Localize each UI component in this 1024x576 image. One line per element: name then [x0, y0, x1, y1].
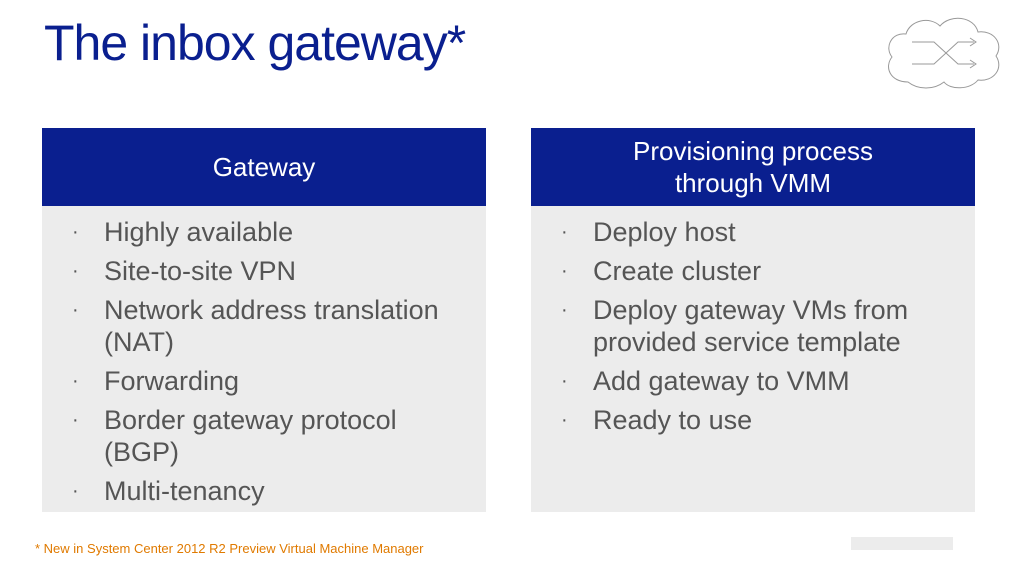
list-item: ·Deploy gateway VMs from provided servic…	[561, 295, 909, 357]
list-item: ·Ready to use	[561, 405, 753, 435]
provisioning-panel: Provisioning process through VMM ·Deploy…	[531, 128, 975, 512]
list-item: ·Border gateway protocol (BGP)	[72, 405, 397, 467]
gateway-panel-header: Gateway	[42, 128, 486, 206]
list-item: ·Highly available	[72, 217, 294, 247]
list-item: ·Add gateway to VMM	[561, 366, 850, 396]
list-item: ·Multi-tenancy	[72, 476, 265, 506]
gateway-panel: Gateway ·Highly available ·Site-to-site …	[42, 128, 486, 512]
list-item: ·Forwarding	[72, 366, 240, 396]
gateway-feature-list: ·Highly available ·Site-to-site VPN ·Net…	[42, 206, 486, 507]
list-item: ·Network address translation (NAT)	[72, 295, 439, 357]
provisioning-step-list: ·Deploy host ·Create cluster ·Deploy gat…	[531, 206, 975, 436]
page-indicator	[851, 537, 953, 550]
list-item: ·Site-to-site VPN	[72, 256, 297, 286]
slide-title: The inbox gateway*	[44, 15, 466, 71]
footnote: * New in System Center 2012 R2 Preview V…	[35, 541, 424, 556]
list-item: ·Deploy host	[561, 217, 736, 247]
list-item: ·Create cluster	[561, 256, 762, 286]
provisioning-panel-header: Provisioning process through VMM	[531, 128, 975, 206]
cloud-arrows-icon	[888, 17, 1000, 89]
